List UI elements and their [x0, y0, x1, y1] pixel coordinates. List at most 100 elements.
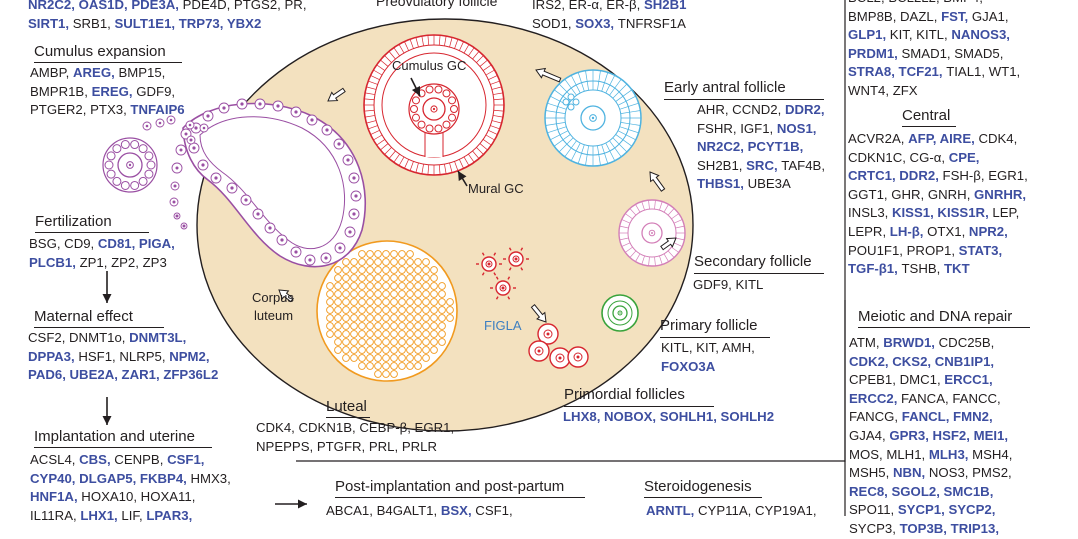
mural-cell — [482, 64, 492, 71]
luteal-cell — [398, 290, 406, 298]
gene-line: REC8, SGOL2, SMC1B, — [849, 483, 1012, 502]
luteal-cell — [334, 330, 342, 338]
luteal-cell — [342, 354, 350, 362]
secondary-follicle — [618, 199, 686, 267]
mural-cell — [415, 162, 419, 173]
primordial-follicles — [476, 247, 589, 369]
gene-line: NR2C2, OAS1D, PDE3A, PDE4D, PTGS2, PR, — [28, 0, 307, 15]
gene-text: ACVR2A, — [848, 131, 909, 146]
underline — [664, 99, 824, 100]
luteal-cell — [366, 282, 374, 290]
gene-highlight: ERCC1, — [944, 372, 993, 388]
granulosa-nucleus — [206, 114, 210, 118]
gene-highlight: TOP3B, TRIP13, — [899, 520, 1000, 536]
gene-line: PLCB1, ZP1, ZP2, ZP3 — [29, 254, 175, 273]
gene-text: AMBP, — [30, 65, 73, 80]
gene-highlight: NANOS3, — [951, 27, 1010, 43]
granulosa-cell — [450, 105, 458, 113]
granulosa-cell — [675, 225, 685, 229]
luteal-cell — [430, 346, 438, 354]
granulosa-cell — [106, 169, 116, 179]
luteal-cell — [438, 306, 446, 314]
gene-text: UBE3A — [747, 176, 791, 192]
luteal-cell — [406, 266, 414, 274]
gene-line: BCL2, BCL2L2, BMP4, — [848, 0, 1020, 8]
gene-text: KIT, KITL, — [889, 27, 952, 43]
luteal-cell — [430, 282, 438, 290]
luteal-cell — [414, 298, 422, 306]
gene-highlight: CDK2, CKS2, CNB1IP1, — [849, 353, 995, 369]
gene-text: SPO11, — [849, 502, 898, 518]
mural-cell — [384, 55, 392, 63]
gene-highlight: ARNTL, — [646, 503, 699, 518]
luteal-cell — [374, 258, 382, 266]
luteal-cell — [366, 258, 374, 266]
mural-cell — [393, 47, 400, 57]
luteal-cell — [398, 346, 406, 354]
luteal-cell — [422, 282, 430, 290]
luteal-cell — [350, 322, 358, 330]
granulosa-cell — [442, 120, 451, 129]
luteal-cell — [414, 330, 422, 338]
granulosa-cell — [619, 126, 639, 134]
genes-early-antral: AHR, CCND2, DDR2,FSHR, IGF1, NOS1,NR2C2,… — [697, 101, 825, 194]
gene-line: LHX8, NOBOX, SOHLH1, SOHLH2 — [563, 408, 774, 427]
arrow-head — [298, 499, 307, 509]
primordial-nucleus — [537, 349, 541, 353]
gene-line: SPO11, SYCP1, SYCP2, — [849, 501, 1012, 520]
gene-text: BCL2, BCL2L2, BMP4, — [848, 0, 983, 5]
ovulating-follicle-inner — [199, 116, 346, 250]
granulosa-cell — [564, 78, 577, 96]
luteal-cell — [382, 370, 390, 378]
ovary-illustration — [102, 0, 846, 516]
luteal-cell — [414, 354, 422, 362]
nucleolus — [591, 116, 595, 120]
mural-cell — [476, 55, 484, 63]
gene-highlight: GLP1, — [848, 27, 890, 43]
granulosa-cell — [120, 180, 130, 190]
gene-text: IRS2, ER-α, ER-β, — [532, 0, 644, 12]
luteal-cell — [358, 330, 366, 338]
luteal-cell — [430, 306, 438, 314]
mural-cell — [366, 120, 377, 124]
luteal-cell — [438, 322, 446, 330]
mural-cell — [366, 86, 377, 90]
underline — [858, 327, 1030, 328]
luteal-cell — [414, 362, 422, 370]
luteal-cell — [446, 306, 454, 314]
gene-highlight: CYP40, DLGAP5, FKBP4, — [30, 470, 191, 486]
gene-text: KITL, KIT, AMH, — [661, 340, 755, 355]
gene-text: POU1F1, PROP1, — [848, 242, 959, 258]
gene-line: KITL, KIT, AMH, — [661, 339, 755, 358]
luteal-cell — [438, 314, 446, 322]
luteal-cell — [374, 298, 382, 306]
granulosa-nucleus — [294, 110, 298, 114]
gene-text: ZP1, ZP2, ZP3 — [79, 254, 167, 270]
luteal-cell — [326, 330, 334, 338]
luteal-cell — [430, 298, 438, 306]
gene-highlight: FST, — [941, 8, 972, 24]
luteal-cell — [366, 338, 374, 346]
gene-text: GJA1, — [971, 8, 1009, 24]
gene-text: FANCG, — [849, 409, 902, 425]
gene-line: AHR, CCND2, DDR2, — [697, 101, 825, 120]
granulosa-cell — [562, 98, 570, 106]
luteal-cell — [358, 314, 366, 322]
gene-line: NR2C2, PCYT1B, — [697, 138, 825, 157]
mural-cell — [490, 125, 500, 130]
luteal-cell — [414, 282, 422, 290]
granulosa-nucleus — [352, 176, 356, 180]
granulosa-cell — [567, 93, 575, 101]
luteal-cell — [374, 274, 382, 282]
mural-cell — [427, 35, 430, 46]
mural-cell — [398, 156, 405, 166]
luteal-cell — [350, 346, 358, 354]
granulosa-nucleus — [338, 246, 342, 250]
mural-cell — [438, 164, 441, 175]
genes-maternal-effect: CSF2, DNMT1o, DNMT3L,DPPA3, HSF1, NLRP5,… — [28, 329, 218, 385]
granulosa-nucleus — [337, 142, 341, 146]
granulosa-cell — [663, 204, 669, 213]
arrow-head — [411, 85, 420, 96]
luteal-cell — [414, 346, 422, 354]
luteal-cell — [438, 282, 446, 290]
